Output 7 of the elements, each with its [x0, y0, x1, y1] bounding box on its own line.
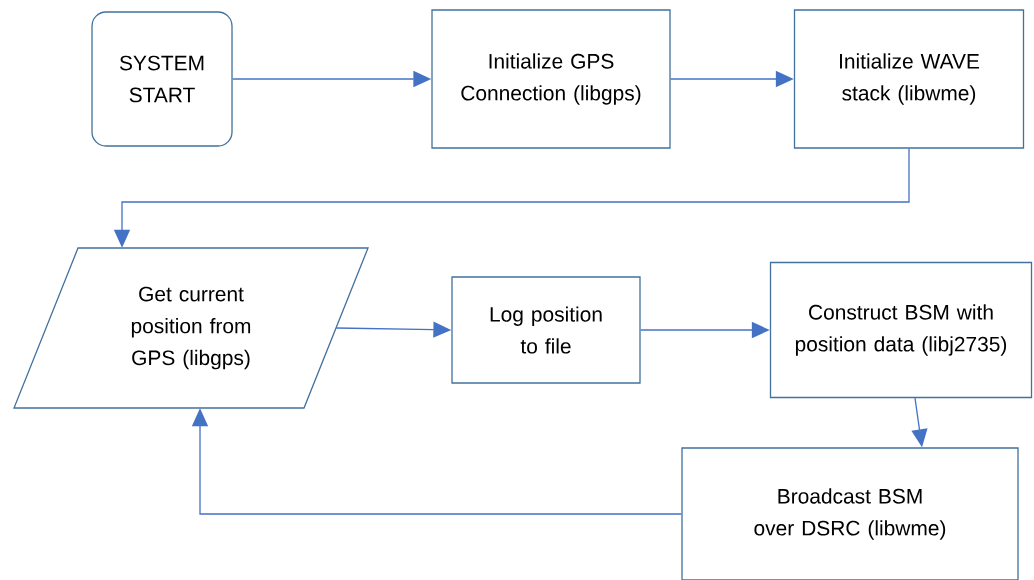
- process-box: Broadcast BSM over DSRC (libwme): [681, 447, 1019, 580]
- process-box: Initialize GPS Connection (libgps): [431, 9, 671, 149]
- input-output-parallelogram: Get current position from GPS (libgps): [13, 247, 369, 409]
- process-box: Initialize WAVE stack (libwme): [793, 9, 1025, 149]
- process-box: Log position to file: [451, 276, 641, 384]
- start-box: SYSTEM START: [91, 11, 233, 147]
- process-box: Construct BSM with position data (libj2735): [769, 261, 1033, 399]
